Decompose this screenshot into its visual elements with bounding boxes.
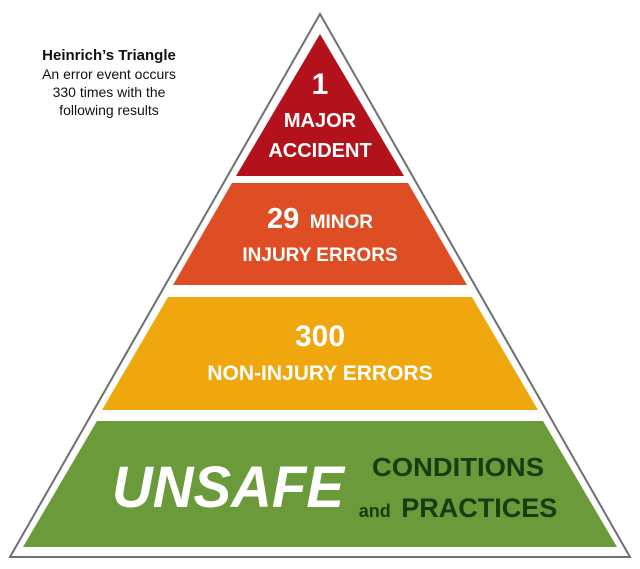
tier-4-label-line2: and PRACTICES	[359, 493, 557, 523]
tier-4-label-and: and	[359, 501, 391, 521]
tier-4-label-practices: PRACTICES	[401, 493, 557, 523]
tier-1-label-line1: MAJOR	[284, 110, 357, 132]
tier-major-accident	[236, 34, 404, 176]
tier-2-label-line1: MINOR	[310, 212, 374, 233]
tier-3-label: NON-INJURY ERRORS	[207, 362, 432, 385]
tier-non-injury	[102, 297, 538, 410]
tier-3-number: 300	[295, 320, 345, 353]
tier-1-number: 1	[312, 68, 329, 101]
tier-2-label-line2: INJURY ERRORS	[242, 245, 397, 266]
caption-title: Heinrich’s Triangle	[42, 47, 176, 64]
caption-line-2: 330 times with the	[52, 84, 166, 100]
tier-2-number: 29	[267, 203, 299, 235]
diagram-caption: Heinrich’s Triangle An error event occur…	[20, 47, 198, 119]
tier-unsafe-conditions	[23, 421, 617, 547]
caption-line-3: following results	[59, 102, 159, 118]
tier-4-big-word: UNSAFE	[112, 455, 346, 520]
caption-line-1: An error event occurs	[42, 66, 176, 82]
tier-minor-injury	[173, 183, 467, 285]
tier-4-label-line1: CONDITIONS	[372, 452, 544, 482]
tier-2-heading: 29 MINOR	[267, 203, 373, 235]
tier-1-label-line2: ACCIDENT	[268, 140, 371, 162]
